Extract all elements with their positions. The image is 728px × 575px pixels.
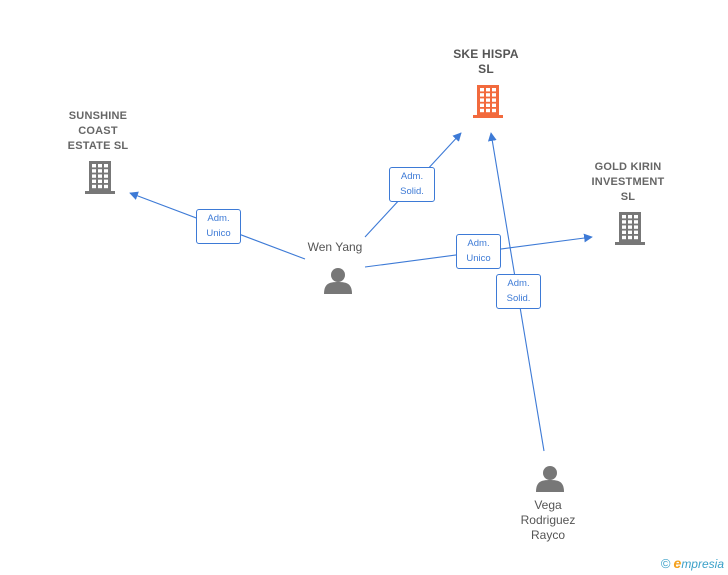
company-label-ske-hispa[interactable]: SKE HISPA SL xyxy=(453,47,519,76)
person-icon-wen-yang[interactable] xyxy=(324,268,352,294)
copyright-symbol: © xyxy=(660,555,671,571)
person-label-wen-yang[interactable]: Wen Yang xyxy=(307,240,363,254)
edge-label-wen-ske: Adm. Solid. xyxy=(389,167,435,202)
edge-label-vega-ske: Adm. Solid. xyxy=(496,274,541,309)
person-label-vega-rodriguez[interactable]: Vega Rodriguez Rayco xyxy=(520,498,576,542)
building-icon-sunshine-coast[interactable] xyxy=(85,161,115,194)
edge-label-wen-goldkirin: Adm. Unico xyxy=(456,234,501,269)
company-label-sunshine-coast[interactable]: SUNSHINE COAST ESTATE SL xyxy=(67,110,129,152)
empresia-watermark[interactable]: © empresia xyxy=(661,555,724,571)
edge-label-wen-sunshine: Adm. Unico xyxy=(196,209,241,244)
building-icon-ske-hispa[interactable] xyxy=(473,85,503,118)
building-icon-gold-kirin[interactable] xyxy=(615,212,645,245)
company-label-gold-kirin[interactable]: GOLD KIRIN INVESTMENT SL xyxy=(591,161,665,203)
brand-logo: empresia xyxy=(673,555,724,571)
person-icon-vega-rodriguez[interactable] xyxy=(536,466,564,492)
